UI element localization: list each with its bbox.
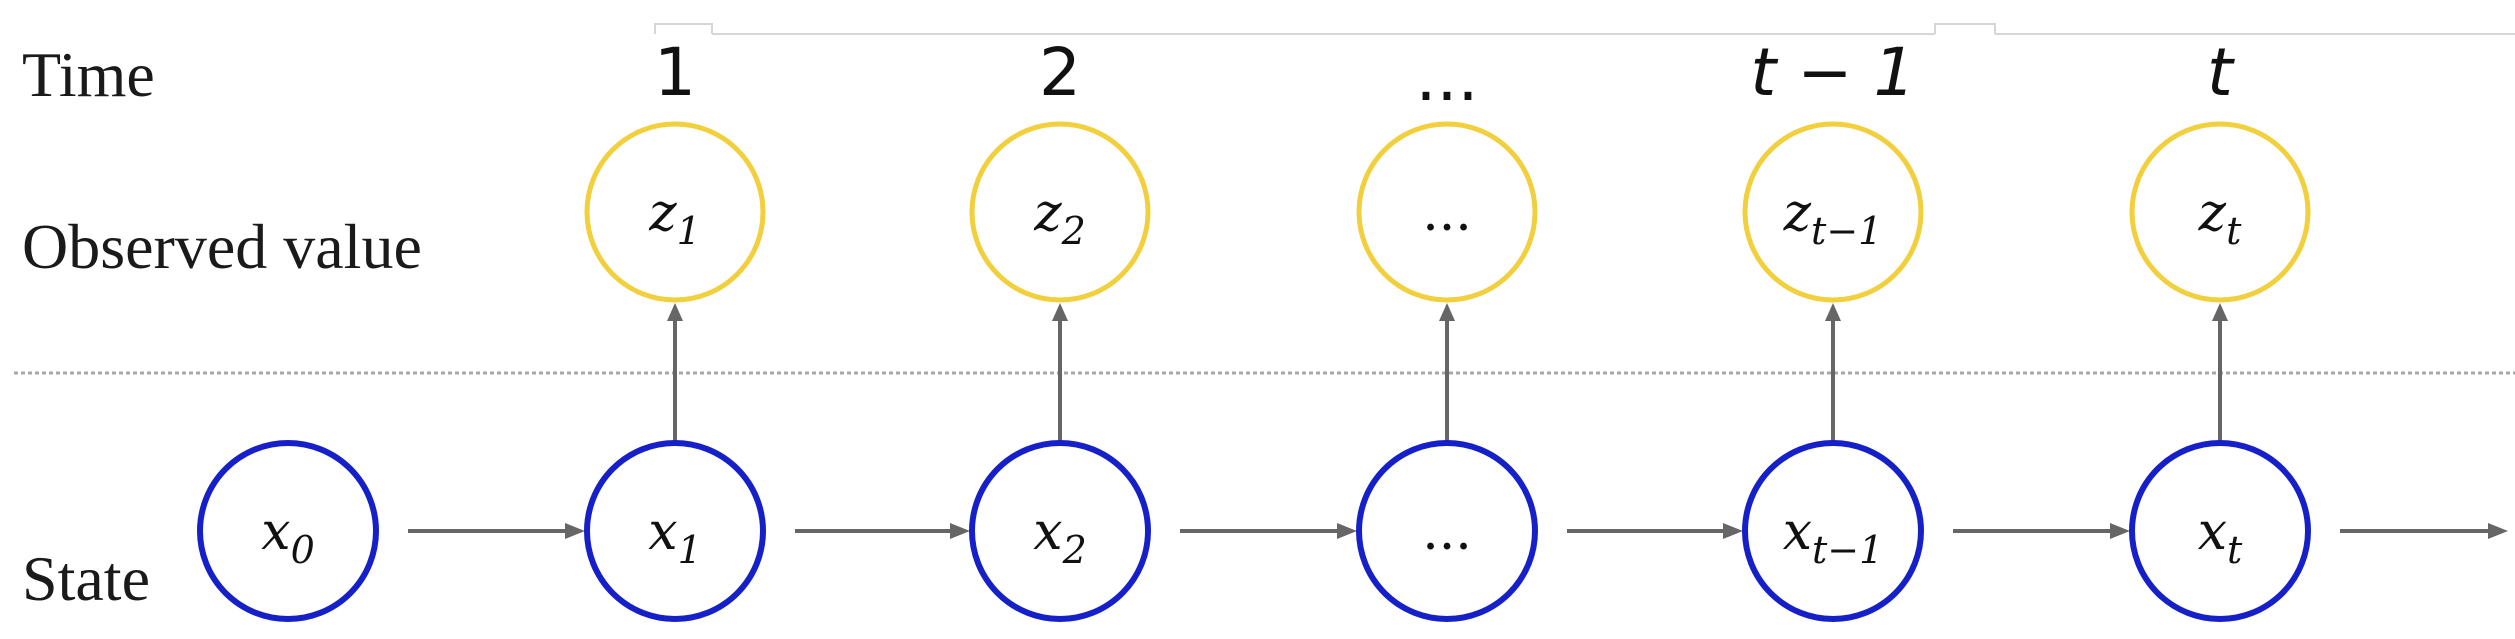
state-node-label-2-subscript: 2 (1062, 528, 1087, 572)
transition-arrowhead-4 (1723, 523, 1743, 539)
observed-node-circle-2 (969, 121, 1151, 303)
emission-arrowhead-2 (1052, 303, 1068, 321)
emission-arrows (667, 303, 2228, 441)
transition-arrowhead-1 (565, 523, 585, 539)
state-node-3: ... (1356, 440, 1538, 622)
emission-arrowhead-5 (2212, 303, 2228, 321)
state-node-label-2-base: x (1033, 502, 1062, 562)
row-label-time: Time (22, 39, 155, 110)
observed-node-label-3: ... (1422, 183, 1472, 243)
time-label-4: t − 1 (1750, 34, 1915, 111)
time-label-2: 2 (1039, 34, 1081, 111)
state-node-circle-2 (969, 440, 1151, 622)
transition-arrowhead-2 (950, 523, 970, 539)
state-node-label-1-base: x (648, 502, 677, 562)
observed-node-label-1-subscript: 1 (677, 209, 701, 253)
observed-node-2: z2 (969, 121, 1151, 303)
observed-node-label-2: z2 (1033, 183, 1086, 253)
observed-node-1: z1 (584, 121, 766, 303)
state-node-label-0-base: x (261, 502, 290, 562)
state-node-label-1-subscript: 1 (678, 528, 702, 572)
observed-node-label-1: z1 (648, 183, 701, 253)
row-label-observed-value: Observed value (22, 211, 422, 282)
state-node-1: x1 (584, 440, 766, 622)
time-label-5: t (2207, 34, 2235, 111)
transition-arrowhead-5 (2110, 523, 2130, 539)
state-node-label-5-subscript: t (2227, 528, 2243, 572)
state-node-4: xt−1 (1742, 440, 1924, 622)
state-node-label-5: xt (2198, 502, 2243, 572)
emission-arrowhead-3 (1439, 303, 1455, 321)
observed-node-label-5-subscript: t (2226, 209, 2242, 253)
observed-node-3: ... (1356, 121, 1538, 303)
emission-arrowhead-1 (667, 303, 683, 321)
observed-node-circle-1 (584, 121, 766, 303)
state-node-0: x0 (197, 440, 379, 622)
observed-node-label-5-base: z (2198, 183, 2227, 243)
top-rule (654, 23, 2515, 35)
observed-node-label-5: zt (2198, 183, 2242, 253)
observed-node-label-2-base: z (1033, 183, 1062, 243)
time-label-1: 1 (654, 34, 696, 111)
state-node-label-3: ... (1422, 502, 1472, 562)
observed-node-label-4: zt−1 (1783, 183, 1883, 253)
observed-node-4: zt−1 (1742, 121, 1924, 303)
transition-arrowhead-6 (2488, 523, 2508, 539)
state-node-label-4-subscript: t−1 (1812, 528, 1883, 572)
state-node-circle-1 (584, 440, 766, 622)
row-label-state: State (22, 543, 150, 614)
observed-node-circle-4 (1742, 121, 1924, 303)
state-node-2: x2 (969, 440, 1151, 622)
state-node-label-1: x1 (648, 502, 702, 572)
observed-node-circle-5 (2129, 121, 2311, 303)
state-node-label-2: x2 (1033, 502, 1087, 572)
time-step-labels: 1 2... t − 1 t (654, 34, 2235, 116)
state-node-label-0: x0 (261, 502, 315, 572)
observed-node-label-2-subscript: 2 (1061, 209, 1086, 253)
state-node-label-4-base: x (1783, 502, 1812, 562)
state-node-5: xt (2129, 440, 2311, 622)
state-node-circle-4 (1742, 440, 1924, 622)
emission-arrowhead-4 (1825, 303, 1841, 321)
state-node-circle-0 (197, 440, 379, 622)
time-label-3: ... (1416, 39, 1479, 116)
transition-arrowhead-3 (1337, 523, 1357, 539)
observed-node-5: zt (2129, 121, 2311, 303)
state-node-circle-5 (2129, 440, 2311, 622)
observed-node-label-1-base: z (648, 183, 677, 243)
observed-node-label-4-subscript: t−1 (1811, 209, 1882, 253)
state-node-label-5-base: x (2198, 502, 2227, 562)
observed-node-label-4-base: z (1783, 183, 1812, 243)
state-node-label-3-base: ... (1422, 502, 1472, 562)
transition-arrows (408, 523, 2508, 539)
observed-node-circle-3 (1356, 121, 1538, 303)
state-node-circle-3 (1356, 440, 1538, 622)
state-node-label-0-subscript: 0 (291, 528, 315, 572)
observed-node-label-3-base: ... (1422, 183, 1472, 243)
state-node-label-4: xt−1 (1783, 502, 1884, 572)
